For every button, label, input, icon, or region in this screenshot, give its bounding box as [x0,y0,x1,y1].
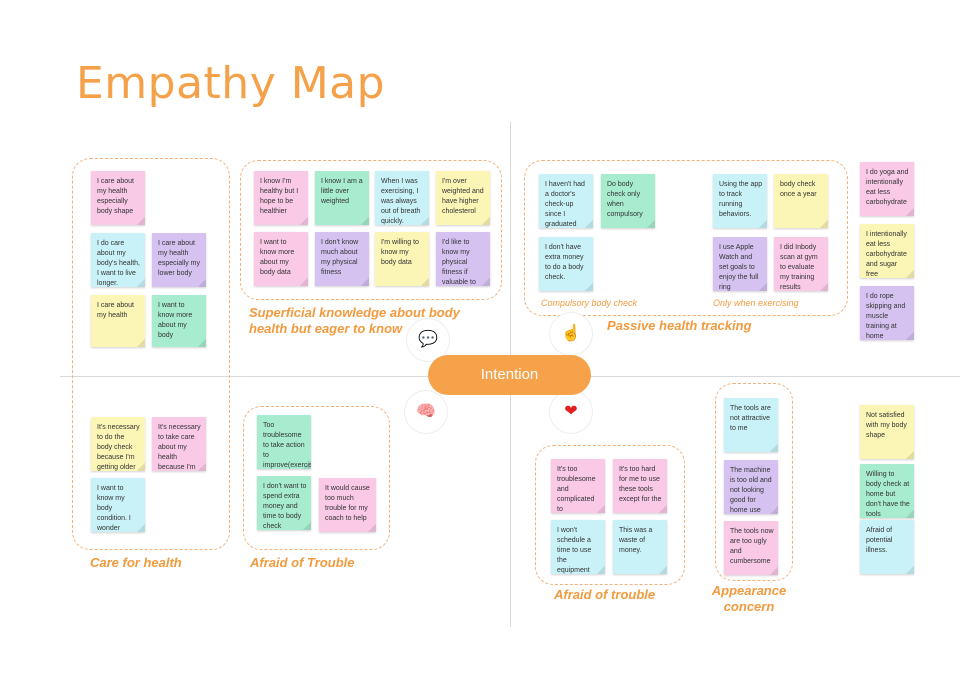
label-care-for-health: Care for health [90,555,182,570]
group-care-for-health [72,158,230,550]
sticky-note: The tools now are too ugly and cumbersom… [724,521,778,575]
label-only-when-exercising: Only when exercising [713,298,799,308]
group-passive-tracking [524,160,848,316]
brain-icon: 🧠 [405,391,447,433]
label-afraid-of-trouble-left: Afraid of Trouble [250,555,355,570]
sticky-note: Afraid of potential illness. [860,520,914,574]
sticky-note: I know I am a little over weighted [315,171,369,225]
sticky-note: It would cause too much trouble for my c… [319,478,376,532]
heart-icon: ❤ [550,391,592,433]
sticky-note: I haven't had a doctor's check-up since … [539,174,593,228]
sticky-note: body check once a year [774,174,828,228]
sticky-note: I do yoga and intentionally eat less car… [860,162,914,216]
sticky-note: I don't want to spend extra money and ti… [257,476,311,530]
label-superficial-knowledge: Superficial knowledge about body health … [249,305,460,336]
sticky-note: It's necessary to take care about my hea… [152,417,206,471]
group-appearance-concern [715,383,793,581]
sticky-note: I know I'm healthy but I hope to be heal… [254,171,308,225]
label-compulsory-body-check: Compulsory body check [541,298,638,308]
sticky-note: Using the app to track running behaviors… [713,174,767,228]
label-passive-health-tracking: Passive health tracking [607,318,752,333]
sticky-note: This was a waste of money. [613,520,667,574]
sticky-note: I want to know more about my body [152,295,206,347]
sticky-note: It's too troublesome and complicated to [551,459,605,513]
sticky-note: When I was exercising, I was always out … [375,171,429,225]
label-appearance-concern: Appearance concern [711,583,787,614]
sticky-note: It's necessary to do the body check beca… [91,417,145,471]
sticky-note: I care about my health [91,295,145,347]
sticky-note: I want to know more about my body data [254,232,308,286]
sticky-note: I'm willing to know my body data [375,232,429,286]
group-afraid-of-trouble-left [243,406,390,550]
sticky-note: I won't schedule a time to use the equip… [551,520,605,574]
sticky-note: I did Inbody scan at gym to evaluate my … [774,237,828,291]
page-title: Empathy Map [76,58,386,109]
sticky-note: It's too hard for me to use these tools … [613,459,667,513]
group-superficial-knowledge [240,160,502,300]
pointing-finger-icon: ☝ [550,313,592,355]
sticky-note: Too troublesome to take action to improv… [257,415,311,469]
label-afraid-of-trouble-right: Afraid of trouble [554,587,656,602]
sticky-note: I care about my health especially body s… [91,171,145,225]
sticky-note: I do care about my body's health, I want… [91,233,145,287]
sticky-note: I do rope skipping and muscle training a… [860,286,914,340]
sticky-note: I want to know my body condition. I wond… [91,478,145,532]
sticky-note: I'm over weighted and have higher choles… [436,171,490,225]
sticky-note: I care about my health especially my low… [152,233,206,287]
sticky-note: The tools are not attractive to me [724,398,778,452]
sticky-note: I intentionally eat less carbohydrate an… [860,224,914,278]
sticky-note: Not satisfied with my body shape [860,405,914,459]
sticky-note: Willing to body check at home but don't … [860,464,914,518]
group-afraid-of-trouble-right [535,445,685,585]
sticky-note: Do body check only when compulsory [601,174,655,228]
sticky-note: I use Apple Watch and set goals to enjoy… [713,237,767,291]
sticky-note: I don't have extra money to do a body ch… [539,237,593,291]
sticky-note: I don't know much about my physical fitn… [315,232,369,286]
sticky-note: The machine is too old and not looking g… [724,460,778,514]
intention-pill: Intention [428,355,591,395]
sticky-note: I'd like to know my physical fitness if … [436,232,490,286]
speech-bubble-icon: 💬 [407,319,449,361]
